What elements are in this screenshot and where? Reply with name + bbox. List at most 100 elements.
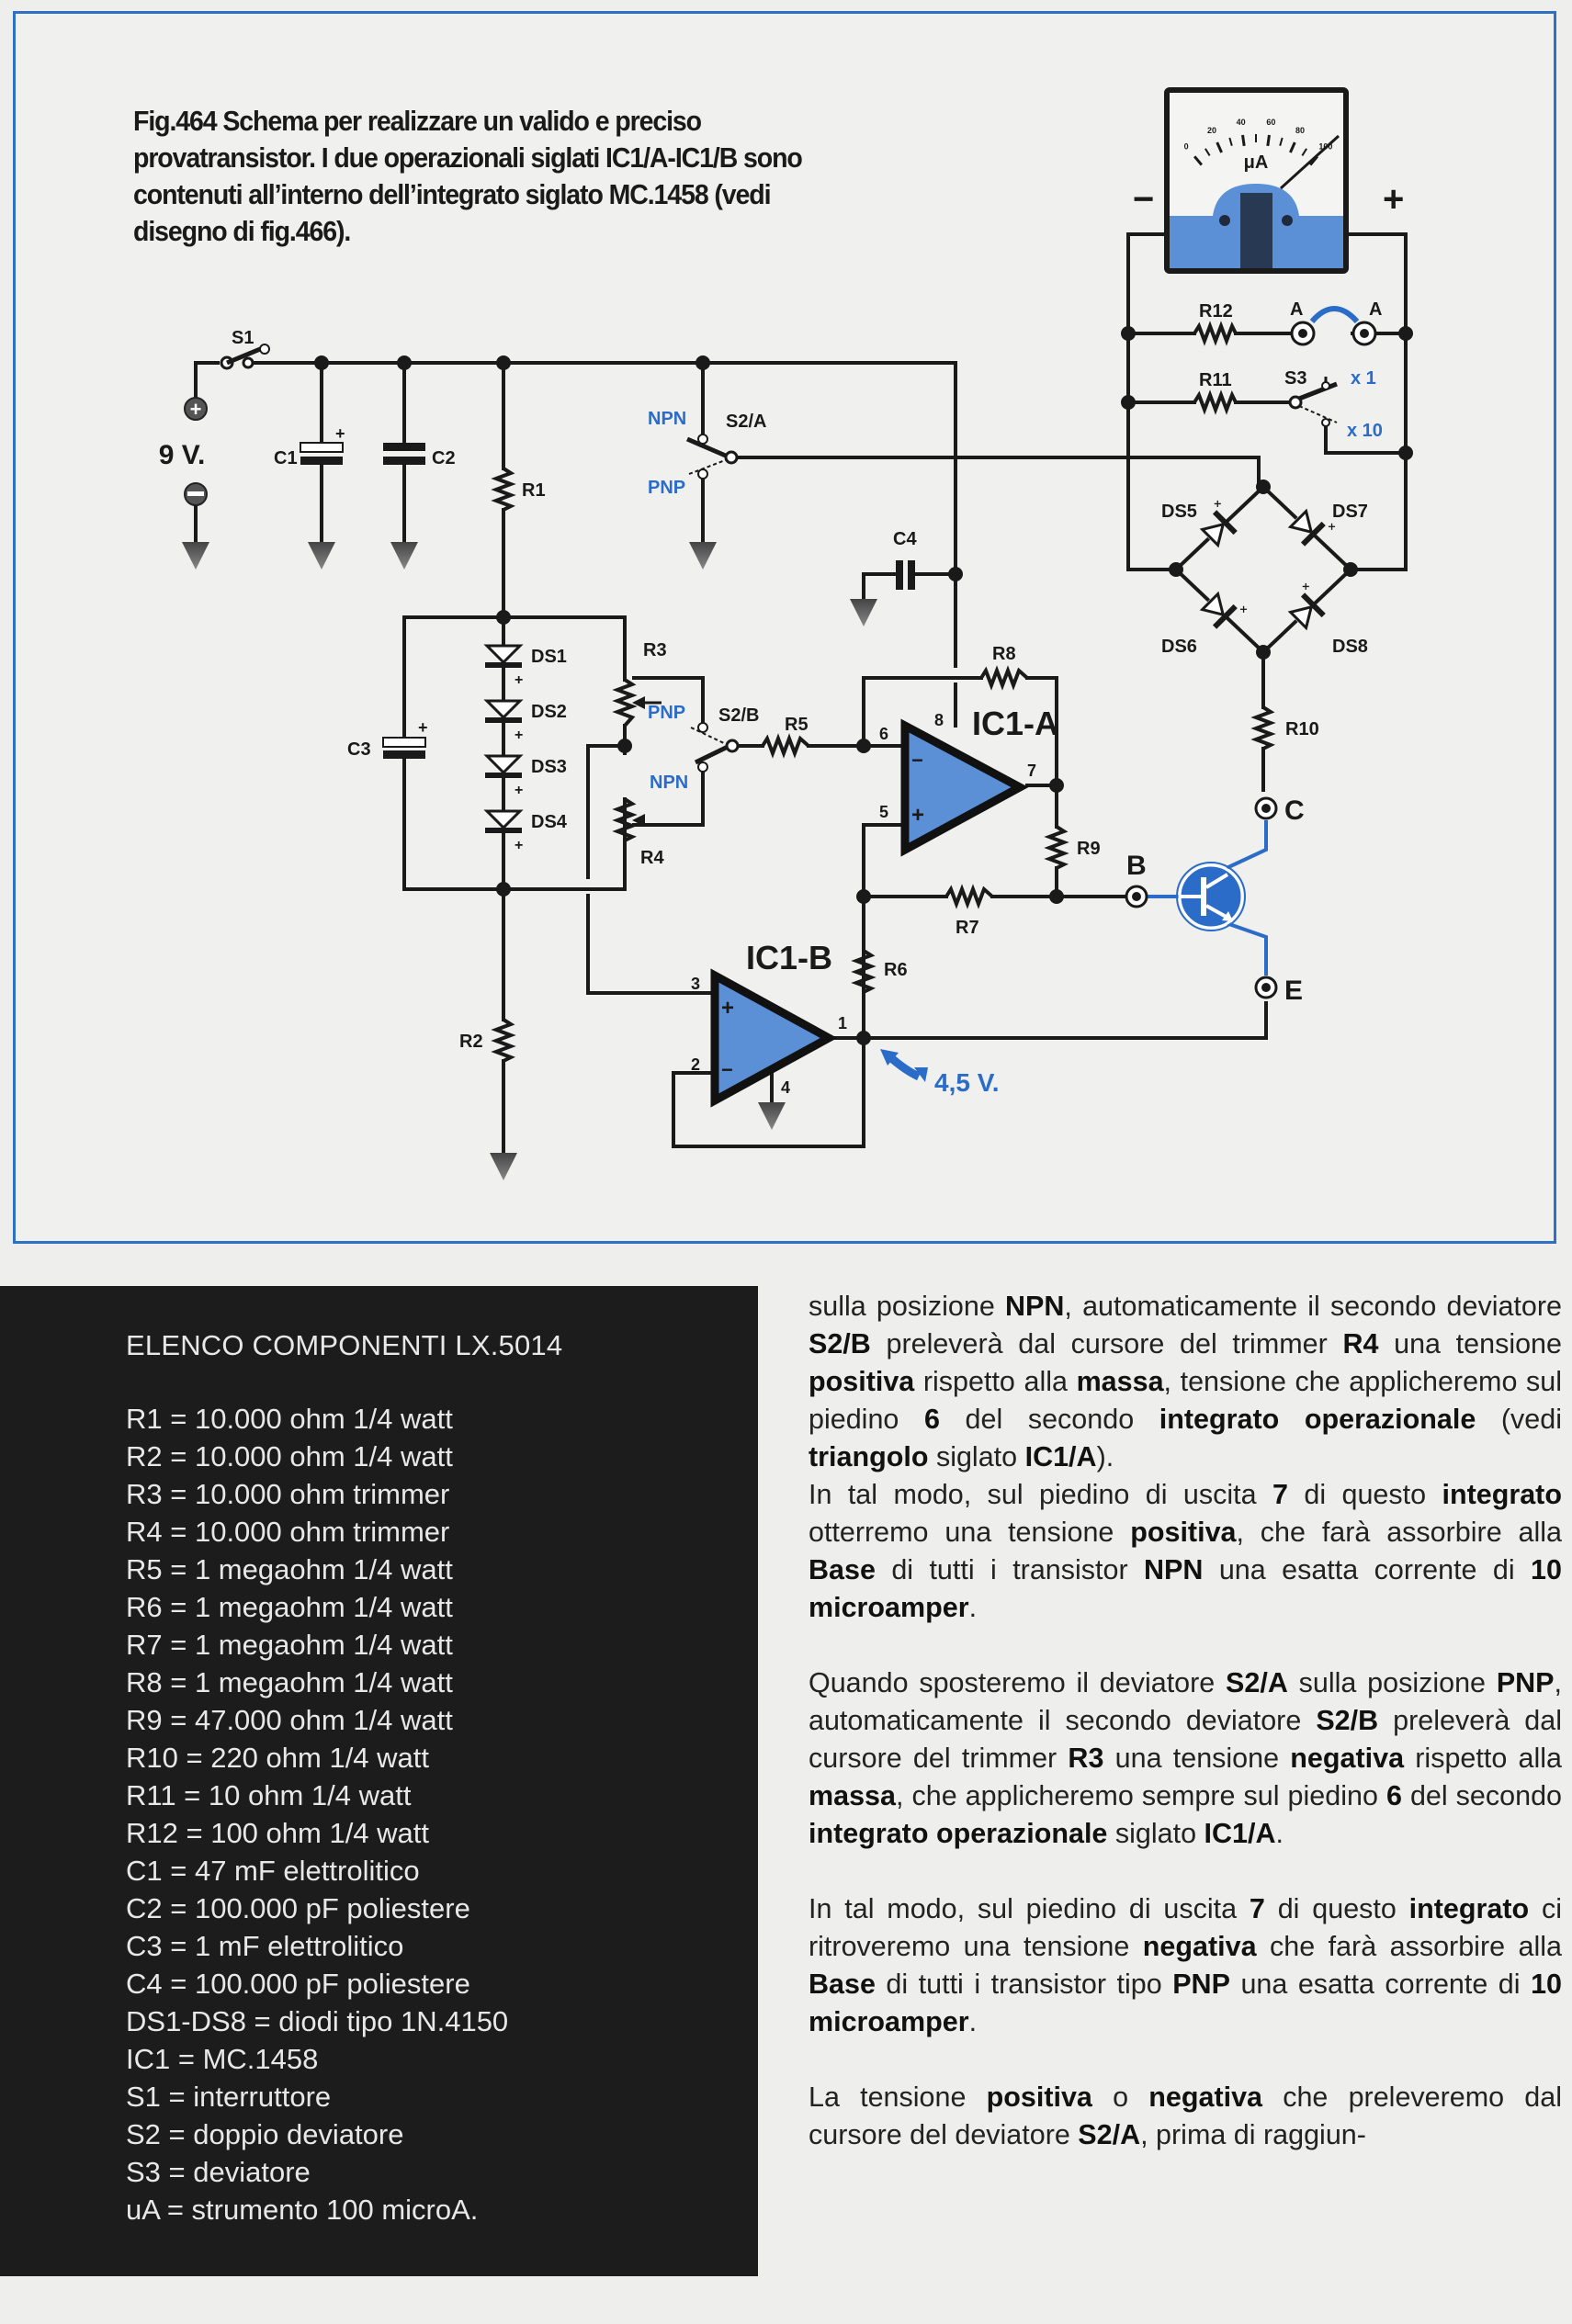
s2a-npn-label: NPN [648,409,686,429]
cathode-mark: × [1211,497,1225,511]
bold-term: R4 [1342,1328,1379,1359]
component-item: C2 = 100.000 pF poliestere [126,1892,470,1924]
ds5-label: DS5 [1161,502,1197,522]
bold-term: positiva [986,2081,1092,2113]
ground-icon [390,542,418,570]
ds6-diode: × [1199,591,1250,629]
s3-x1-label: x 1 [1351,368,1376,389]
ds4-diode: DS4+ [483,809,568,853]
bold-term: negativa [1148,2081,1263,2113]
cathode-mark: × [1299,580,1313,593]
jumper-a[interactable]: A A [1290,299,1382,346]
component-item: R8 = 1 megaohm 1/4 watt [126,1666,453,1698]
r10-label: R10 [1285,719,1319,739]
ic1b-opamp: + − IC1-B 3 2 4 1 [691,939,847,1108]
s2a-label: S2/A [726,412,766,432]
r2-resistor [491,1018,516,1063]
ic1a-plus-label: + [911,803,924,828]
bold-term: S2/A [1078,2119,1141,2150]
bold-term: R3 [1068,1743,1104,1774]
r10-resistor [1250,705,1276,750]
ground-icon [490,1153,517,1180]
r12-resistor [1193,321,1238,346]
bold-term: triangolo [809,1441,929,1472]
meter-unit-label: μA [1244,152,1269,173]
bold-term: NPN [1005,1291,1065,1322]
component-item: R11 = 10 ohm 1/4 watt [126,1779,412,1811]
component-item: S2 = doppio deviatore [126,2118,404,2150]
bold-term: integrato operazionale [1159,1404,1476,1435]
r11-resistor [1193,389,1238,415]
pin7-label: 7 [1027,762,1036,780]
r6-resistor [851,949,876,994]
meter-minus-label: − [1133,179,1154,220]
pin8-label: 8 [934,711,944,729]
r11-label: R11 [1199,370,1232,390]
jumper-a1-label: A [1290,299,1303,320]
figure-caption: Fig.464 Schema per realizzare un valido … [133,105,803,247]
bold-term: massa [1076,1366,1164,1397]
bold-term: S2/B [1316,1705,1379,1736]
component-item: R12 = 100 ohm 1/4 watt [126,1817,430,1849]
bold-term: Base [809,1554,876,1585]
s3-switch: S3 x 1 x 10 [1284,368,1383,441]
pin3-label: 3 [691,975,700,993]
meter-scale-label: 20 [1207,126,1216,135]
meter-minor-tick [1228,137,1233,146]
r9-label: R9 [1077,839,1101,859]
bold-term: S2/B [809,1328,871,1359]
bold-term: integrato [1408,1893,1530,1924]
bold-term: 6 [1385,1780,1402,1811]
ds1-label: DS1 [531,647,567,667]
c2-capacitor: C2 [383,443,456,468]
battery-terminals: + 9 V. [159,397,208,542]
pin1-label: 1 [838,1014,847,1032]
r9-resistor [1044,825,1069,870]
article-paragraph: In tal modo, sul piedino di uscita 7 di … [809,1479,1562,1623]
ground-icons [182,542,877,1180]
component-item: R6 = 1 megaohm 1/4 watt [126,1591,453,1623]
meter-scale-label: 100 [1318,142,1332,152]
bold-term: massa [809,1780,896,1811]
s2b-switch: S2/B PNP NPN [648,703,759,793]
s2b-pnp-label: PNP [648,703,685,723]
component-item: R10 = 220 ohm 1/4 watt [126,1742,430,1774]
ic1b-minus-label: − [721,1058,733,1081]
cathode-mark: × [1325,520,1339,534]
bold-term: integrato [1442,1479,1562,1510]
s2b-label: S2/B [718,705,759,726]
ic1a-label: IC1-A [972,705,1058,742]
components-title: ELENCO COMPONENTI LX.5014 [126,1329,563,1361]
r7-resistor [944,884,994,909]
terminal-e-label: E [1284,976,1303,1006]
bold-term: 10 microamper [809,1554,1562,1623]
r8-label: R8 [992,644,1016,664]
component-item: R2 = 10.000 ohm 1/4 watt [126,1440,453,1472]
r2-label: R2 [459,1032,483,1052]
r6-label: R6 [884,960,908,980]
component-item: R3 = 10.000 ohm trimmer [126,1478,450,1510]
ground-icon [182,542,209,570]
ic1b-plus-label: + [721,996,734,1021]
c4-capacitor: C4 [893,529,917,590]
s2a-pnp-label: PNP [648,478,685,498]
cathode-mark: × [1237,603,1250,616]
c3-capacitor: + C3 [347,718,428,762]
bold-term: 7 [1272,1479,1288,1510]
c4-label: C4 [893,529,917,549]
diode-plus-label: + [515,783,523,798]
ds5-diode: × [1199,497,1238,548]
article-paragraph: sulla posizione NPN, automaticamente il … [809,1291,1562,1472]
bold-term: integrato operazionale [809,1818,1108,1849]
component-item: S3 = deviatore [126,2156,311,2188]
article-paragraph: In tal modo, sul piedino di uscita 7 di … [809,1893,1563,2037]
component-item: C3 = 1 mF elettrolitico [126,1930,404,1962]
component-item: R5 = 1 megaohm 1/4 watt [126,1553,453,1585]
ds3-diode: DS3+ [483,754,567,798]
bold-term: NPN [1144,1554,1204,1585]
ground-icon [758,1102,786,1130]
r4-trimmer [612,797,638,842]
s1-switch: S1 [220,328,270,370]
meter-major-tick [1308,155,1318,166]
c3-label: C3 [347,739,371,760]
